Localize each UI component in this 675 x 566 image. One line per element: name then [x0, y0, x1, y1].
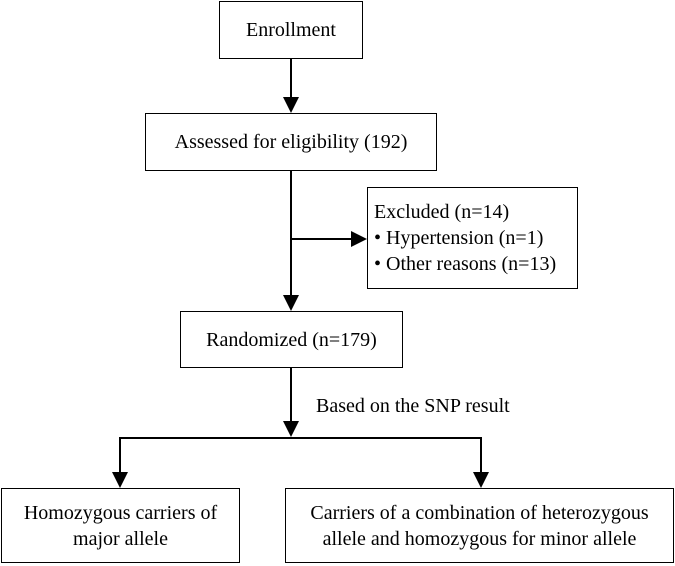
connector-enrollment-assessed	[290, 59, 292, 97]
excluded-box: Excluded (n=14) • Hypertension (n=1) • O…	[367, 187, 578, 289]
enrollment-label: Enrollment	[246, 19, 336, 41]
combination-line2: allele and homozygous for minor allele	[322, 527, 637, 550]
excluded-content: Excluded (n=14) • Hypertension (n=1) • O…	[374, 199, 556, 277]
connector-randomized-split	[290, 368, 292, 421]
arrow-to-homozygous-major	[112, 472, 128, 488]
arrow-to-split	[283, 421, 299, 437]
arrow-to-randomized	[283, 295, 299, 311]
arrow-to-assessed	[283, 97, 299, 113]
connector-to-excluded	[291, 238, 351, 240]
excluded-item-other: • Other reasons (n=13)	[374, 253, 557, 275]
arrow-to-excluded	[351, 231, 367, 247]
snp-label: Based on the SNP result	[316, 395, 510, 417]
connector-assessed-randomized	[290, 171, 292, 295]
excluded-item-hypertension: • Hypertension (n=1)	[374, 227, 544, 249]
combination-line1: Carriers of a combination of heterozygou…	[310, 501, 649, 524]
assessed-label: Assessed for eligibility (192)	[174, 131, 408, 153]
arrow-to-combination	[473, 472, 489, 488]
excluded-title: Excluded (n=14)	[374, 201, 510, 223]
assessed-box: Assessed for eligibility (192)	[145, 113, 437, 171]
homozygous-major-line2: major allele	[73, 527, 168, 550]
homozygous-major-line1: Homozygous carriers of	[23, 501, 218, 524]
randomized-box: Randomized (n=179)	[180, 311, 403, 368]
connector-split-left	[119, 437, 121, 472]
connector-split-right	[480, 437, 482, 472]
randomized-label: Randomized (n=179)	[206, 328, 377, 351]
homozygous-major-content: Homozygous carriers of major allele	[24, 500, 217, 552]
split-horizontal	[119, 437, 481, 439]
combination-box: Carriers of a combination of heterozygou…	[285, 488, 674, 563]
combination-content: Carriers of a combination of heterozygou…	[310, 500, 648, 552]
enrollment-box: Enrollment	[219, 1, 363, 59]
homozygous-major-box: Homozygous carriers of major allele	[1, 488, 240, 563]
